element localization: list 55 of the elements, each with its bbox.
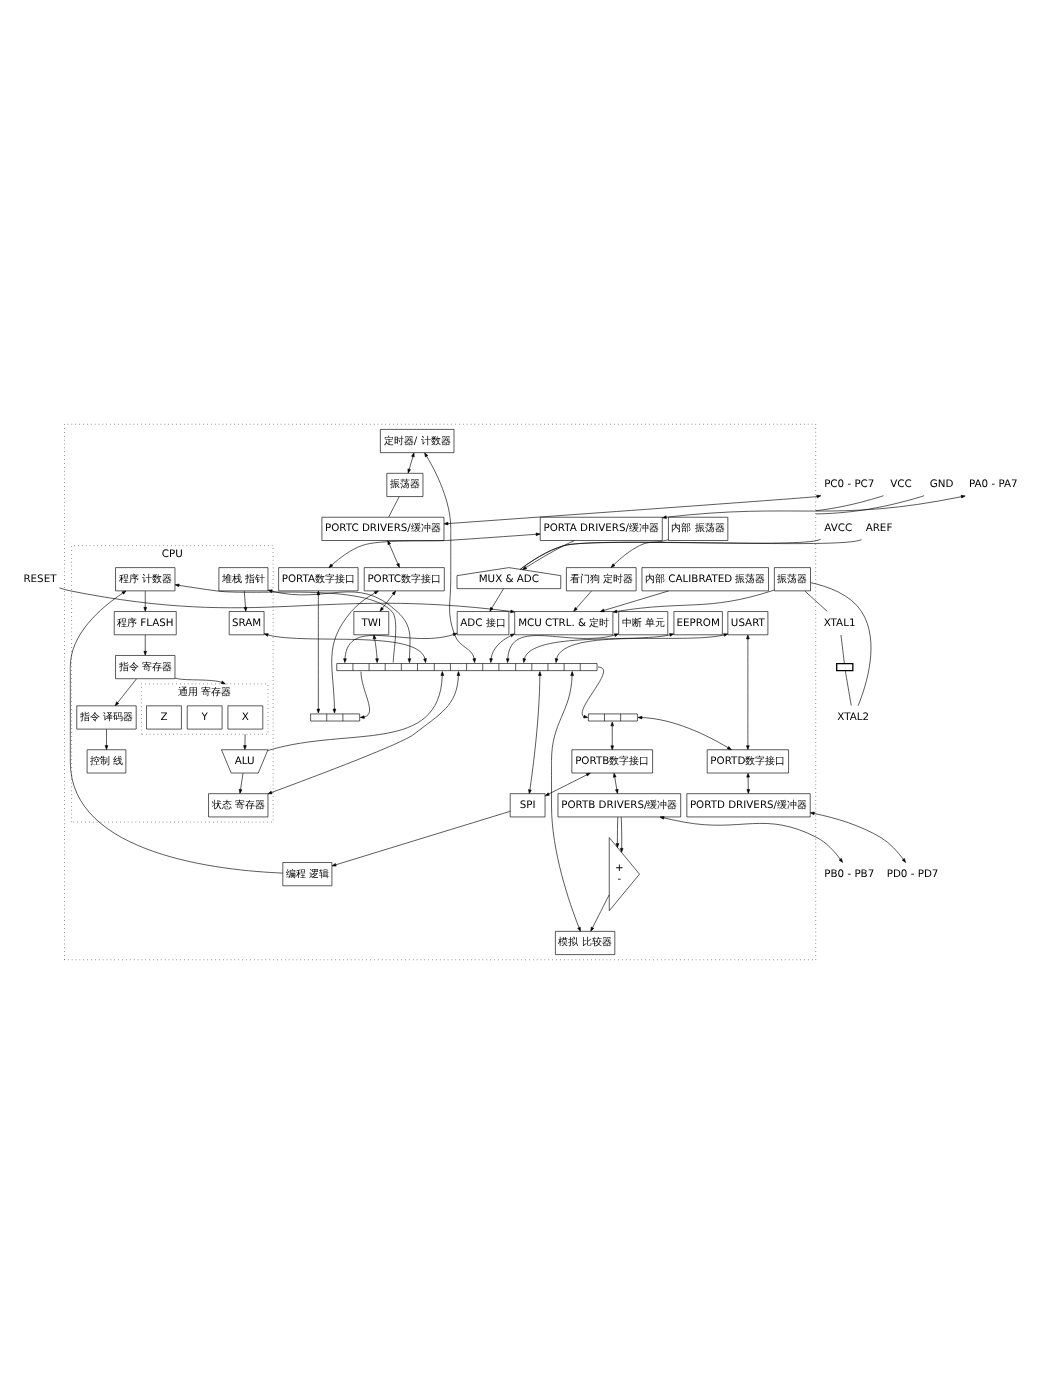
arrow: [614, 815, 619, 847]
arrow: [612, 771, 618, 793]
arrow: [142, 589, 146, 611]
arrow: [342, 631, 457, 662]
arrow: [488, 587, 503, 611]
arrow: [327, 531, 540, 567]
connector: [814, 494, 883, 511]
arrow: [521, 539, 574, 569]
arrow: [609, 720, 613, 750]
arrow: [572, 589, 591, 611]
arrow: [173, 582, 396, 662]
arrow: [636, 714, 731, 750]
arrow: [330, 810, 510, 866]
arrow: [237, 771, 243, 793]
arrow: [543, 771, 590, 796]
connector: [839, 633, 844, 663]
arrow: [371, 633, 378, 662]
arrow: [266, 670, 460, 794]
node-crystal: [835, 661, 853, 671]
arrow: [580, 665, 603, 718]
arrow: [378, 589, 395, 611]
arrow: [661, 494, 965, 518]
arrow: [505, 632, 618, 662]
arrow: [330, 589, 378, 713]
arrow: [262, 632, 426, 662]
arrow: [69, 589, 282, 873]
arrow: [611, 588, 774, 613]
arrow: [553, 632, 728, 662]
arrow: [242, 732, 246, 749]
arrow: [359, 670, 369, 718]
arrow: [142, 633, 146, 655]
connector: [814, 494, 924, 514]
arrow: [609, 538, 668, 567]
arrow: [658, 815, 842, 862]
arrow: [589, 893, 609, 931]
arrow: [598, 589, 668, 612]
arrow: [442, 493, 821, 525]
arrow: [521, 632, 673, 662]
arrow: [406, 451, 414, 473]
arrow: [113, 677, 136, 706]
arrow: [809, 810, 905, 862]
arrow: [550, 670, 580, 931]
arrow: [423, 451, 475, 662]
connector: [809, 581, 871, 706]
arrow: [173, 676, 225, 684]
arrow: [488, 632, 514, 662]
arrow: [527, 670, 541, 793]
arrow: [745, 633, 749, 749]
arrow: [103, 728, 108, 749]
arrow: [242, 589, 247, 611]
arrow: [386, 539, 399, 567]
arrow: [745, 771, 749, 793]
arrow: [266, 670, 443, 750]
arrow: [619, 815, 623, 852]
connector: [843, 669, 851, 705]
